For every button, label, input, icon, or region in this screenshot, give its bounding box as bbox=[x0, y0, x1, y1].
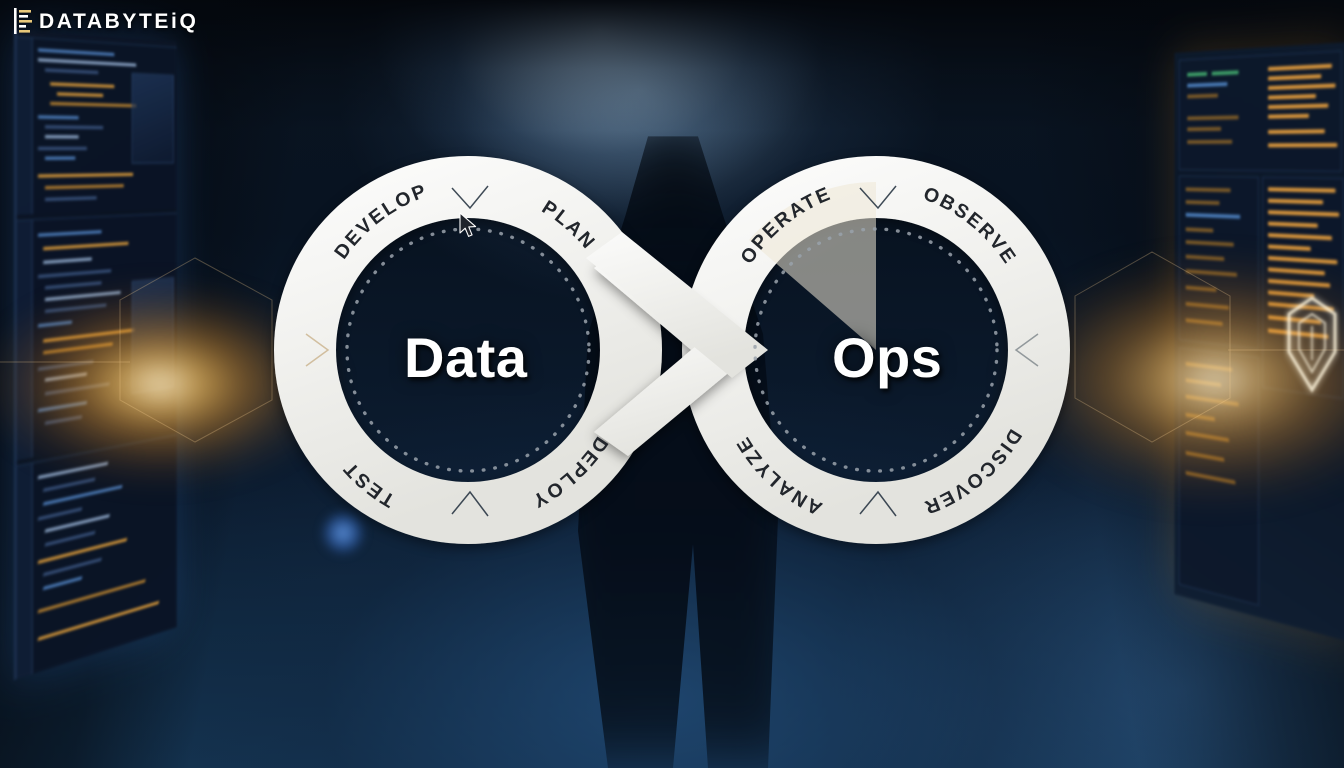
editor-gutter bbox=[16, 37, 33, 215]
background-code-editor-screen bbox=[14, 30, 177, 680]
shield-icon bbox=[1287, 296, 1337, 393]
dataops-infinity-diagram: DEVELOP PLAN DEPLOY TEST OPERATE OBSERVE… bbox=[274, 156, 1070, 544]
blue-bokeh-orb bbox=[322, 512, 364, 554]
dashboard-panel bbox=[1178, 175, 1259, 350]
left-lobe-center-label: Data bbox=[404, 326, 528, 389]
code-pane bbox=[16, 36, 177, 215]
editor-gutter bbox=[16, 220, 33, 461]
dashboard-panel bbox=[1178, 50, 1342, 172]
editor-gutter bbox=[16, 463, 33, 680]
mouse-cursor-icon bbox=[459, 212, 477, 237]
brand-logo[interactable]: DATABYTEiQ bbox=[14, 8, 198, 34]
code-pane bbox=[16, 212, 177, 461]
dashboard-panel bbox=[1178, 347, 1259, 606]
right-lobe-center-label: Ops bbox=[832, 326, 943, 389]
bar-chart-mark-icon bbox=[14, 8, 32, 34]
center-ribbon-front-arm bbox=[586, 232, 768, 378]
brand-name: DATABYTEiQ bbox=[39, 9, 199, 33]
